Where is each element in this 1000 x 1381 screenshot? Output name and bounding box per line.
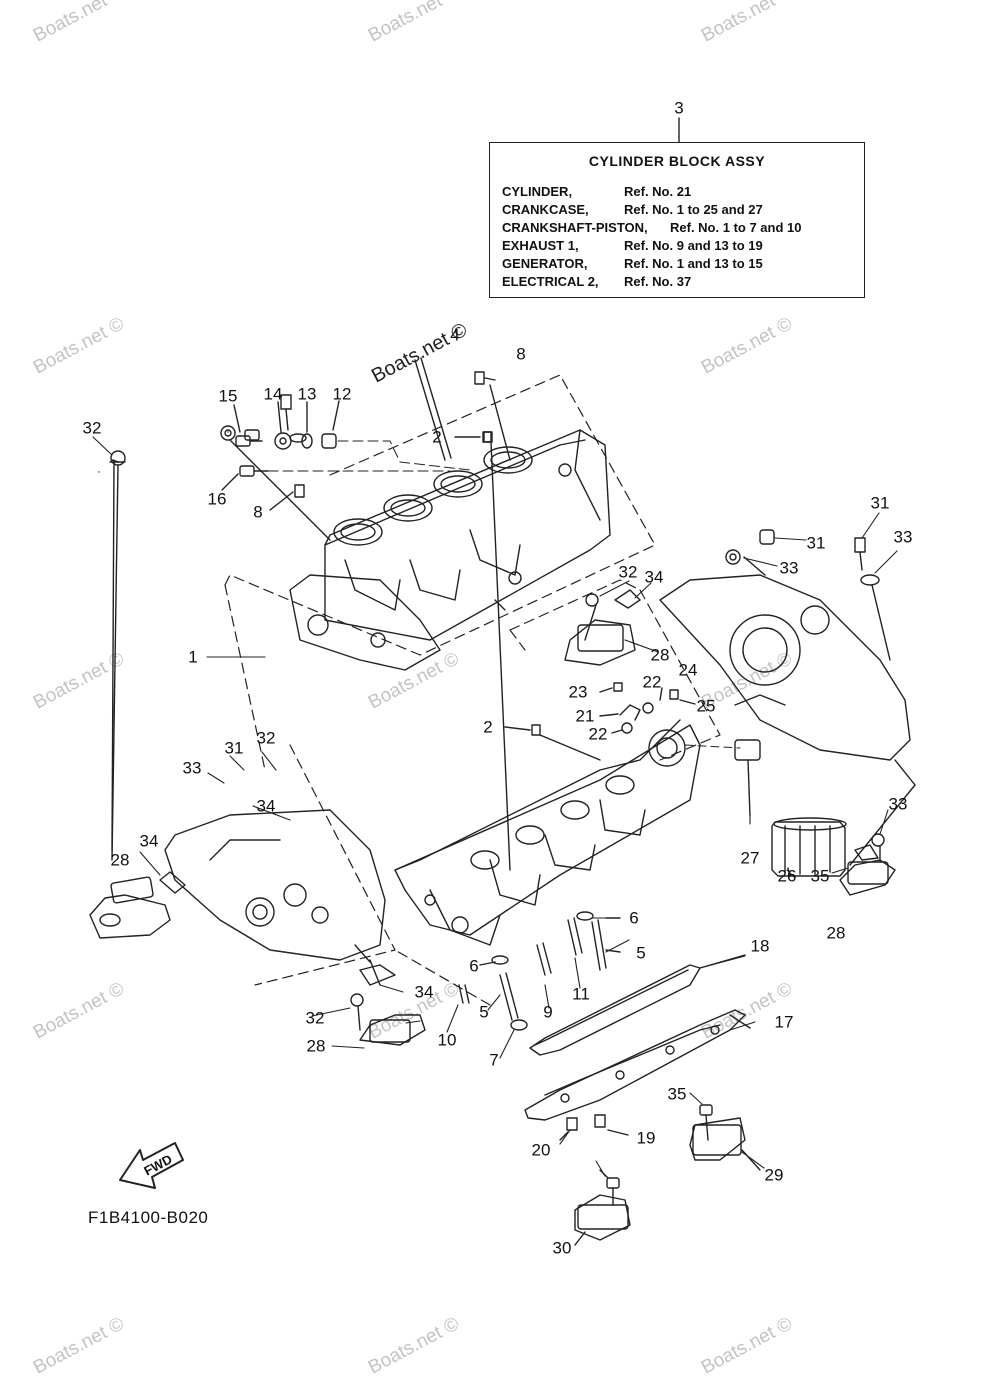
callout-28: 28 <box>826 923 846 943</box>
callout-20: 20 <box>531 1140 551 1160</box>
legend-ref-number: 3 <box>674 98 684 118</box>
legend-row-name: CYLINDER, <box>502 184 573 199</box>
callout-34: 35 <box>810 866 830 886</box>
callout-5: 5 <box>636 943 646 963</box>
lower-right-mount <box>839 859 896 896</box>
callout-31: 31 <box>224 738 244 758</box>
upper-right-mount <box>564 619 636 666</box>
part-29 <box>689 1117 746 1161</box>
legend-row-name: CRANKCASE, <box>502 202 589 217</box>
callout-4: 4 <box>450 325 460 345</box>
right-cover <box>659 574 911 761</box>
callout-13: 13 <box>297 384 317 404</box>
callout-32: 33 <box>888 794 908 814</box>
callout-15: 15 <box>218 386 238 406</box>
callout-34: 34 <box>139 831 159 851</box>
callout-16: 16 <box>207 489 227 509</box>
legend-row-name: CRANKSHAFT-PISTON, <box>502 220 648 235</box>
diagram-code: F1B4100-B020 <box>88 1208 209 1227</box>
left-mount <box>89 876 171 939</box>
callout-31: 32 <box>256 728 276 748</box>
callout-21: 21 <box>575 706 595 726</box>
callout-33: 33 <box>893 527 913 547</box>
callout-14: 14 <box>263 384 283 404</box>
callout-1: 1 <box>188 647 198 667</box>
legend-row-refs: Ref. No. 37 <box>624 274 692 289</box>
callout-31: 31 <box>870 493 890 513</box>
assembly-outline <box>224 374 721 1006</box>
callout-12: 12 <box>332 384 352 404</box>
fwd-arrow-icon <box>119 1142 184 1189</box>
callout-18: 18 <box>750 936 770 956</box>
callout-27: 27 <box>740 848 760 868</box>
left-cover <box>164 809 386 961</box>
legend-box: CYLINDER BLOCK ASSY CYLINDER, Ref. No. 2… <box>489 142 865 298</box>
callout-9: 9 <box>543 1002 553 1022</box>
callout-2: 2 <box>432 427 442 447</box>
callout-31: 31 <box>806 533 826 553</box>
legend-row-name: GENERATOR, <box>502 256 588 271</box>
callout-32: 32 <box>305 1008 325 1028</box>
callout-5: 5 <box>479 1002 489 1022</box>
legend-row-name: EXHAUST 1, <box>502 238 579 253</box>
legend-row-refs: Ref. No. 1 and 13 to 15 <box>624 256 763 271</box>
callout-32: 32 <box>618 562 638 582</box>
callout-34: 34 <box>414 982 434 1002</box>
legend-row-refs: Ref. No. 21 <box>624 184 692 199</box>
callout-7: 7 <box>489 1050 499 1070</box>
callout-26: 26 <box>777 866 797 886</box>
callout-10: 10 <box>437 1030 457 1050</box>
callout-8: 8 <box>253 502 263 522</box>
callout-34: 34 <box>644 567 664 587</box>
callout-23: 23 <box>568 682 588 702</box>
callout-22: 22 <box>588 724 608 744</box>
oil-filter <box>771 817 847 877</box>
callout-8: 8 <box>516 344 526 364</box>
callout-33: 33 <box>779 558 799 578</box>
callout-19: 19 <box>636 1128 656 1148</box>
callout-leaders <box>92 436 898 1177</box>
oil-pan <box>524 1009 746 1121</box>
part-30 <box>574 1194 631 1241</box>
callout-2: 2 <box>483 717 493 737</box>
crankcase-bolts <box>458 911 607 1031</box>
callout-33: 33 <box>182 758 202 778</box>
callout-30: 30 <box>552 1238 572 1258</box>
callout-11: 11 <box>572 984 590 1004</box>
legend-row-refs: Ref. No. 1 to 7 and 10 <box>670 220 802 235</box>
callout-32: 32 <box>82 418 102 438</box>
crankcase <box>394 719 701 946</box>
callout-17: 17 <box>774 1012 794 1032</box>
callout-35: 35 <box>667 1084 687 1104</box>
callout-22: 22 <box>642 672 662 692</box>
callout-28: 28 <box>306 1036 326 1056</box>
legend-row-refs: Ref. No. 1 to 25 and 27 <box>624 202 763 217</box>
callout-25: 25 <box>696 696 716 716</box>
lower-left-mount <box>350 993 426 1046</box>
callout-28: 28 <box>650 645 670 665</box>
callout-28: 28 <box>110 850 130 870</box>
callout-6: 6 <box>469 956 479 976</box>
callout-24: 24 <box>678 660 698 680</box>
callout-29: 29 <box>764 1165 784 1185</box>
gasket <box>529 964 701 1056</box>
legend-row-refs: Ref. No. 9 and 13 to 19 <box>624 238 763 253</box>
legend-title: CYLINDER BLOCK ASSY <box>588 153 766 169</box>
callout-6: 6 <box>629 908 639 928</box>
callout-33: 34 <box>256 796 276 816</box>
cylinder-block <box>289 429 611 671</box>
legend-row-name: ELECTRICAL 2, <box>502 274 599 289</box>
